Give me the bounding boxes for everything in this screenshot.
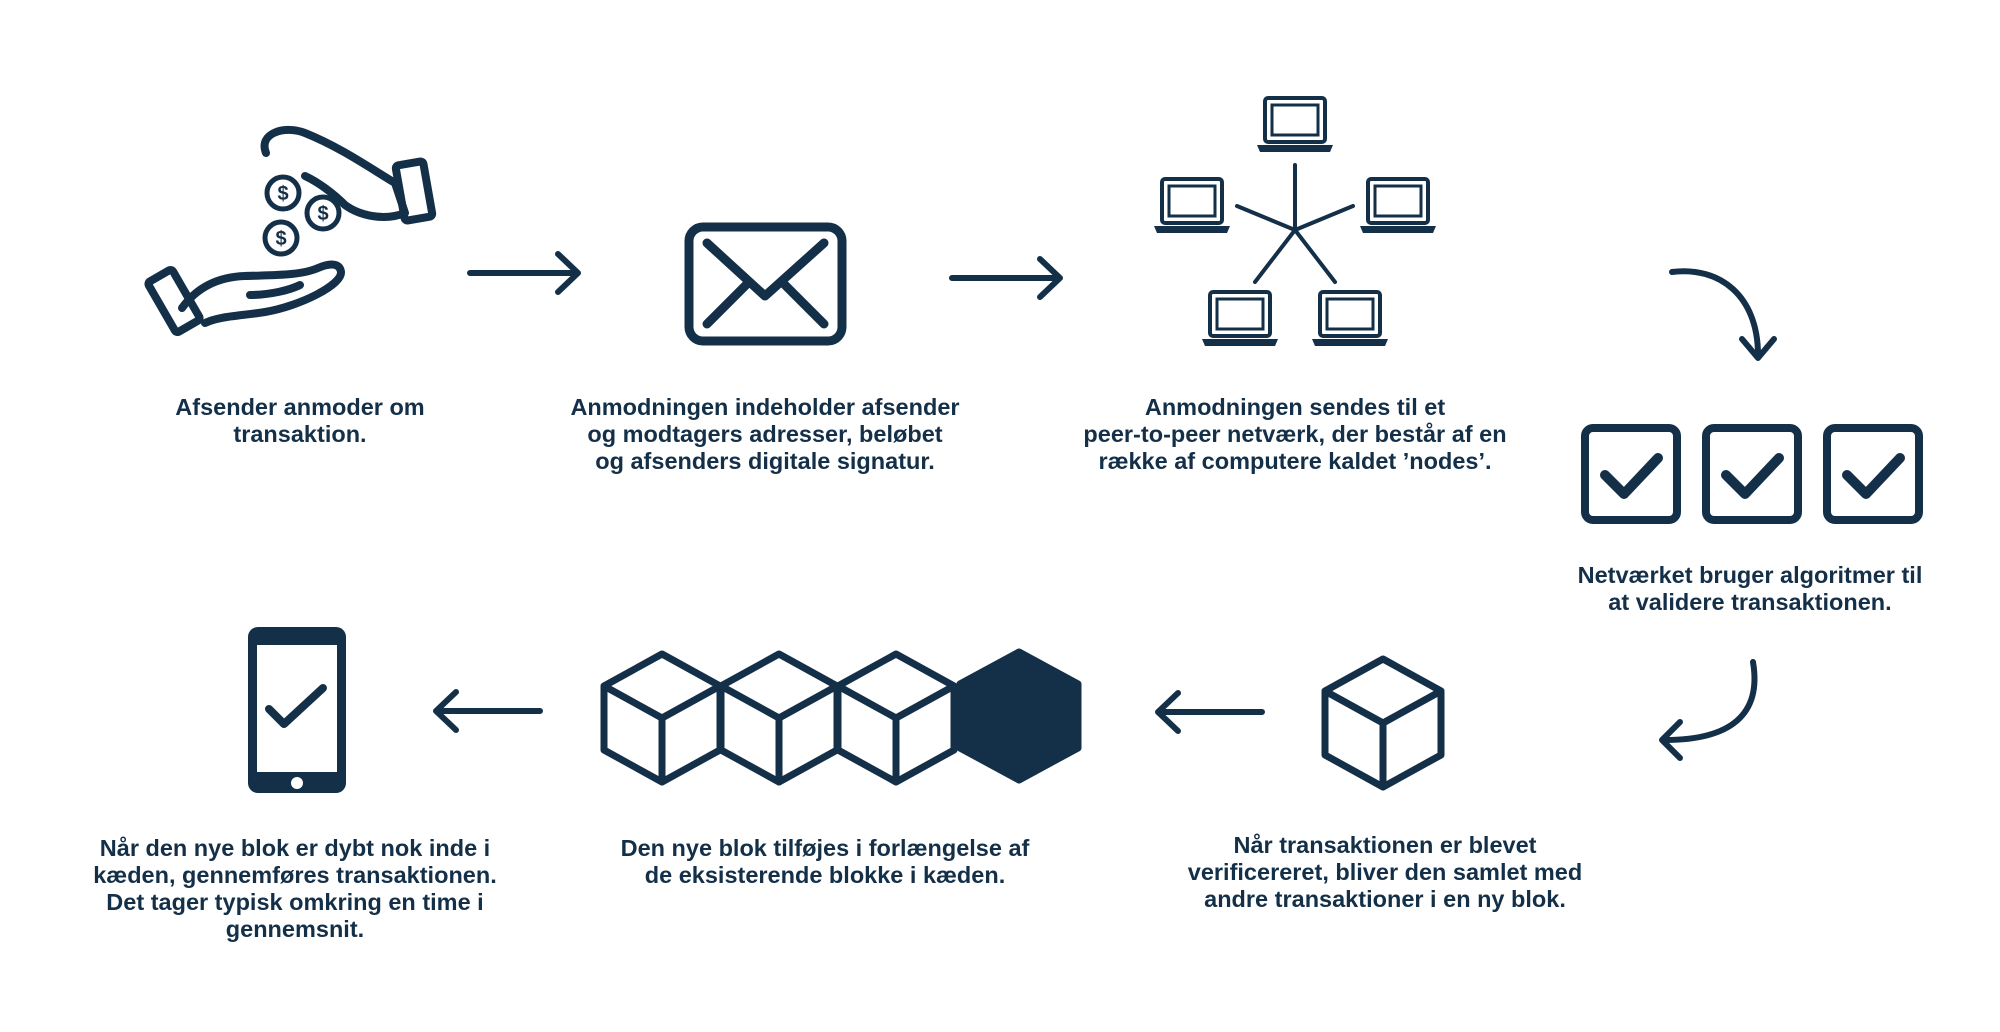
curved-arrow-down-icon [1669,268,1777,361]
step-complete-caption: Når den nye blok er dybt nok inde i kæde… [75,835,515,943]
caption-line: Afsender anmoder om [175,394,425,420]
caption-line: gennemsnit. [225,916,365,942]
step-request-caption: Afsender anmoder om transaktion. [150,394,450,448]
caption-line: Når transaktionen er blevet [1233,832,1537,858]
arrow-right-icon [467,251,581,295]
caption-line: Anmodningen indeholder afsender [570,394,960,420]
arrow-right-icon [949,256,1063,300]
caption-line: Anmodningen sendes til et [1144,394,1446,420]
caption-line: peer-to-peer netværk, der består af en [1083,421,1507,447]
curved-arrow-left-icon [1659,659,1758,761]
network-laptops-icon [1152,96,1438,348]
cube-icon [1325,659,1441,787]
caption-line: Det tager typisk omkring en time i [106,889,484,915]
step-validate-caption: Netværket bruger algoritmer til at valid… [1560,562,1940,616]
caption-line: transaktion. [233,421,367,447]
svg-text:$: $ [317,203,328,225]
arrow-left-icon [1155,690,1265,734]
caption-line: de eksisterende blokke i kæden. [644,862,1006,888]
envelope-icon [684,222,847,346]
hands-coins-icon [144,125,437,337]
caption-line: Den nye blok tilføjes i forlængelse af [620,835,1030,861]
blockchain-icon [604,648,1082,782]
caption-line: række af computere kaldet ’nodes’. [1098,448,1492,474]
caption-line: Netværket bruger algoritmer til [1577,562,1923,588]
dollar-signs: $ $ $ [275,183,328,250]
caption-line: kæden, gennemføres transaktionen. [93,862,497,888]
step-chain-caption: Den nye blok tilføjes i forlængelse af d… [605,835,1045,889]
svg-text:$: $ [275,228,286,250]
svg-text:$: $ [277,183,288,205]
step-network-caption: Anmodningen sendes til et peer-to-peer n… [1060,394,1530,475]
arrow-left-icon [433,689,543,733]
caption-line: at validere transaktionen. [1608,589,1892,615]
caption-line: verificereret, bliver den samlet med [1187,859,1583,885]
caption-line: Når den nye blok er dybt nok inde i [99,835,491,861]
step-envelope-caption: Anmodningen indeholder afsender og modta… [540,394,990,475]
caption-line: andre transaktioner i en ny blok. [1204,886,1566,912]
step-block-caption: Når transaktionen er blevet verificerere… [1175,832,1595,913]
checkboxes-icon [1585,428,1919,520]
caption-line: og modtagers adresser, beløbet [587,421,943,447]
caption-line: og afsenders digitale signatur. [595,448,935,474]
smartphone-check-icon [248,627,346,793]
